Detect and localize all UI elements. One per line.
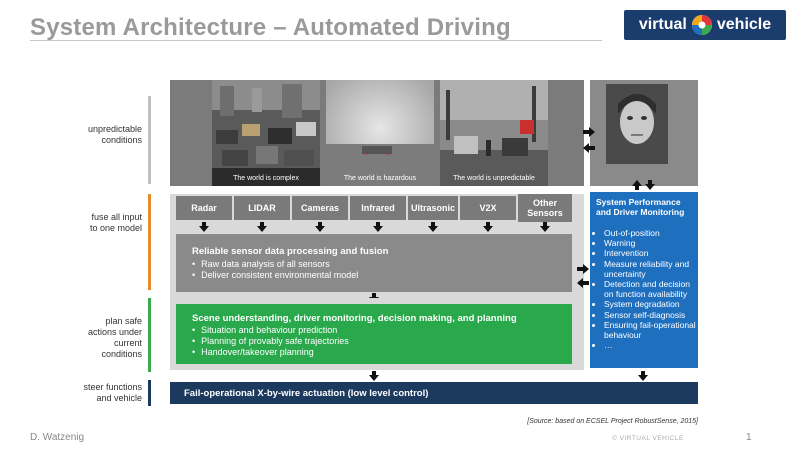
bar-unpredictable: [148, 96, 151, 184]
planning-bullet: Handover/takeover planning: [192, 347, 349, 358]
bar-steer: [148, 380, 151, 406]
arrow-down-icon: [257, 222, 267, 232]
sensor-ultrasonic: Ultrasonic: [408, 196, 458, 220]
arrow-down-icon: [483, 222, 493, 232]
fusion-heading: Reliable sensor data processing and fusi…: [192, 246, 389, 257]
fusion-bullet: Raw data analysis of all sensors: [192, 259, 358, 270]
monitoring-bullets: Out-of-position Warning Intervention Mea…: [590, 228, 700, 350]
arrow-down-icon: [638, 371, 648, 381]
photo-hazardous-fog: The world is hazardous: [326, 80, 434, 186]
label-unpredictable-conditions: unpredictable conditions: [87, 124, 142, 145]
sensor-lidar: LIDAR: [234, 196, 290, 220]
sensor-cameras: Cameras: [292, 196, 348, 220]
footer-copyright: © VIRTUAL VEHICLE: [612, 435, 684, 442]
bar-fuse: [148, 194, 151, 290]
arrow-right-icon: [577, 264, 589, 274]
source-citation: [Source: based on ECSEL Project RobustSe…: [527, 418, 698, 425]
sensor-fusion-box: Reliable sensor data processing and fusi…: [176, 234, 572, 292]
arrow-down-icon: [540, 222, 550, 232]
photo-complex-image: [212, 80, 320, 186]
page-number: 1: [746, 432, 752, 443]
arrow-up-icon: [632, 180, 642, 190]
logo-word-right: vehicle: [716, 16, 772, 33]
planning-bullets: Situation and behaviour prediction Plann…: [192, 325, 349, 358]
logo-emblem-icon: [691, 15, 712, 35]
sensor-other: Other Sensors: [518, 194, 572, 222]
bar-plan: [148, 298, 151, 372]
arrow-down-icon: [199, 222, 209, 232]
footer-author: D. Watzenig: [30, 432, 85, 443]
logo-word-left: virtual: [638, 16, 687, 33]
monitoring-bullet: Sensor self-diagnosis: [604, 310, 700, 320]
actuation-bar: Fail-operational X-by-wire actuation (lo…: [170, 382, 698, 404]
arrow-down-icon: [369, 371, 379, 381]
monitoring-bullet: Measure reliability and uncertainty: [604, 259, 700, 279]
planning-bullet: Situation and behaviour prediction: [192, 325, 349, 336]
label-fuse-input: fuse all input to one model: [89, 212, 142, 233]
driver-face-photo: [606, 84, 668, 164]
photo-unpredictable-street: The world is unpredictable: [440, 80, 548, 186]
monitoring-bullet: Warning: [604, 238, 700, 248]
arrow-down-icon: [315, 222, 325, 232]
arrow-down-icon: [428, 222, 438, 232]
driver-monitoring-box: System Performance and Driver Monitoring…: [590, 192, 698, 368]
photo-hazardous-image: [326, 80, 434, 186]
caption-hazardous: The world is hazardous: [343, 175, 417, 182]
caption-complex: The world is complex: [233, 175, 299, 182]
planning-box: Scene understanding, driver monitoring, …: [176, 304, 572, 364]
monitoring-bullet: Intervention: [604, 248, 700, 258]
monitoring-bullet: Ensuring fail-operational behaviour: [604, 320, 700, 340]
virtual-vehicle-logo: virtual vehicle: [624, 10, 786, 40]
planning-bullet: Planning of provably safe trajectories: [192, 336, 349, 347]
driver-face-image: [606, 84, 668, 164]
caption-unpredictable: The world is unpredictable: [453, 175, 535, 182]
photo-unpredictable-image: [440, 80, 548, 186]
arrow-left-icon: [577, 278, 589, 288]
sensor-v2x: V2X: [460, 196, 516, 220]
monitoring-bullet: System degradation: [604, 299, 700, 309]
label-plan-safe-actions: plan safe actions under current conditio…: [87, 316, 142, 359]
fusion-bullets: Raw data analysis of all sensors Deliver…: [192, 259, 358, 281]
sensor-infrared: Infrared: [350, 196, 406, 220]
arrow-right-icon: [583, 127, 595, 137]
title-divider: [30, 40, 602, 41]
monitoring-bullet: …: [604, 340, 700, 350]
photo-complex-traffic: The world is complex: [212, 80, 320, 186]
page-title: System Architecture – Automated Driving: [30, 14, 511, 41]
monitoring-bullet: Detection and decision on function avail…: [604, 279, 700, 299]
arrow-left-icon: [583, 143, 595, 153]
monitoring-heading: System Performance and Driver Monitoring: [596, 197, 685, 217]
monitoring-bullet: Out-of-position: [604, 228, 700, 238]
planning-heading: Scene understanding, driver monitoring, …: [192, 313, 517, 324]
label-steer-functions: steer functions and vehicle: [83, 382, 142, 403]
sensor-radar: Radar: [176, 196, 232, 220]
arrow-down-icon: [373, 222, 383, 232]
arrow-down-icon: [645, 180, 655, 190]
fusion-bullet: Deliver consistent environmental model: [192, 270, 358, 281]
